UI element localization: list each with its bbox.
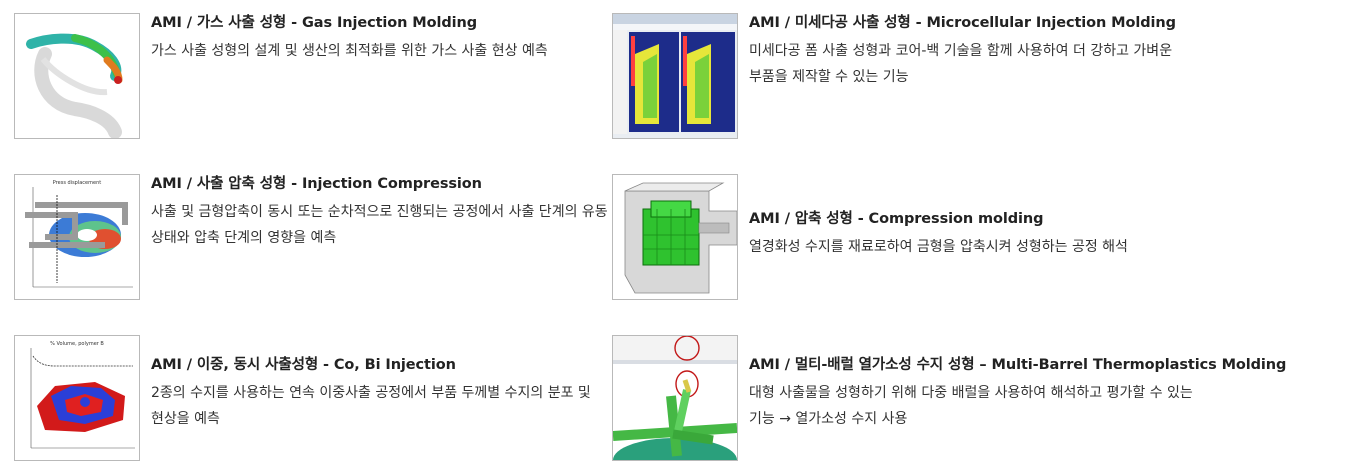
thumbnail-caption: % Volume, polymer B — [50, 341, 104, 347]
compression-molding-thumbnail — [612, 174, 738, 300]
feature-title: AMI / 멀티-배럴 열가소성 수지 성형 – Multi-Barrel Th… — [749, 357, 1287, 373]
gas-injection-thumbnail — [14, 13, 140, 139]
multi-barrel-thumbnail — [612, 335, 738, 461]
press-displacement-chart-image: Press displacement — [15, 175, 139, 299]
feature-title: AMI / 미세다공 사출 성형 - Microcellular Injecti… — [749, 15, 1176, 31]
microcellular-software-screenshot — [613, 14, 737, 138]
feature-card-gas-injection: AMI / 가스 사출 성형 - Gas Injection Molding 가… — [14, 13, 674, 143]
co-bi-injection-thumbnail: % Volume, polymer B — [14, 335, 140, 461]
feature-description: 가스 사출 성형의 설계 및 생산의 최적화를 위한 가스 사출 현상 예측 — [151, 43, 548, 59]
compression-mold-model-image — [613, 175, 737, 299]
feature-description: 사출 및 금형압축이 동시 또는 순차적으로 진행되는 공정에서 사출 단계의 … — [151, 204, 608, 246]
feature-title: AMI / 가스 사출 성형 - Gas Injection Molding — [151, 15, 478, 31]
feature-card-injection-compression: Press displacement AMI / 사출 압축 성형 - Inje… — [14, 174, 674, 304]
gas-injection-part-image — [15, 14, 139, 138]
feature-card-microcellular: AMI / 미세다공 사출 성형 - Microcellular Injecti… — [612, 13, 1272, 143]
feature-description: 열경화성 수지를 재료로하여 금형을 압축시켜 성형하는 공정 해석 — [749, 239, 1128, 255]
microcellular-thumbnail — [612, 13, 738, 139]
injection-compression-thumbnail: Press displacement — [14, 174, 140, 300]
feature-title: AMI / 압축 성형 - Compression molding — [749, 211, 1044, 227]
feature-card-multi-barrel: AMI / 멀티-배럴 열가소성 수지 성형 – Multi-Barrel Th… — [612, 335, 1287, 465]
multi-barrel-runner-image — [613, 336, 737, 460]
feature-description: 2종의 수지를 사용하는 연속 이중사출 공정에서 부품 두께별 수지의 분포 … — [151, 385, 591, 427]
feature-title: AMI / 이중, 동시 사출성형 - Co, Bi Injection — [151, 357, 456, 373]
feature-card-co-bi-injection: % Volume, polymer B AMI / 이중, 동시 사출성형 - … — [14, 335, 674, 465]
co-injection-result-image: % Volume, polymer B — [15, 336, 139, 460]
thumbnail-caption: Press displacement — [53, 180, 101, 186]
feature-description: 미세다공 폼 사출 성형과 코어-백 기술을 함께 사용하여 더 강하고 가벼운… — [749, 43, 1173, 85]
feature-card-compression-molding: AMI / 압축 성형 - Compression molding 열경화성 수… — [612, 174, 1272, 304]
feature-description: 대형 사출물을 성형하기 위해 다중 배럴을 사용하여 해석하고 평가할 수 있… — [749, 385, 1193, 427]
feature-title: AMI / 사출 압축 성형 - Injection Compression — [151, 176, 482, 192]
